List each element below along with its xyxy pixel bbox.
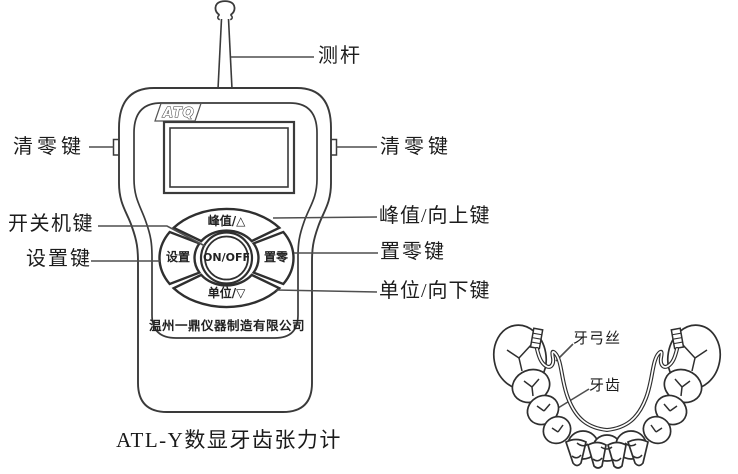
leader-power-key [98,225,206,247]
tooth-crown-2 [586,441,607,469]
tooth-crown-4 [626,438,649,467]
unit-down-button-label: 单位/▽ [207,286,246,300]
zero-button-label: 置零 [263,250,288,264]
archwire-core [536,348,678,431]
measuring-rod [214,0,236,90]
brand-logo-text: ATQ [162,106,195,121]
tooth-grooves [506,344,708,462]
on-off-button-label: ON/OFF [203,251,250,264]
zero-button-shape [251,230,295,286]
tooth-canine-left [542,415,572,445]
tooth-crown-3 [606,441,627,469]
callout-peak-up-key: 峰值/向上键 [379,205,491,227]
device-inner-panel [133,102,318,339]
hook-icon [214,0,236,16]
callout-zero-key: 置零键 [380,241,446,263]
archwire-bracket-left [529,327,544,350]
peak-up-button-label: 峰值/△ [207,214,246,228]
callout-power-key: 开关机键 [8,213,94,235]
set-button-shape [158,230,202,286]
tooth-crown-1 [564,438,587,467]
tooth-canine-right [642,415,672,445]
callout-set-key: 设置键 [26,248,92,270]
unit-down-button-shape [171,273,282,309]
archwire-bracket-right [670,327,685,350]
brand-logo: ATQ [154,102,202,122]
set-button-label: 设置 [165,250,190,264]
keypad [158,207,295,309]
teeth-diagram [492,324,722,469]
callout-unit-down-key: 单位/向下键 [379,280,491,302]
callout-measuring-rod: 测杆 [318,45,362,67]
display-screen-inner [169,127,289,188]
callout-clear-key-left: 清零键 [13,136,85,158]
callout-clear-key-right: 清零键 [380,136,452,158]
leader-peak-up-key [272,216,378,219]
leader-unit-down-key [275,289,378,293]
label-tooth: 牙齿 [589,378,622,394]
peak-up-button-shape [171,207,282,243]
label-archwire: 牙弓丝 [573,331,622,347]
figure-caption: ATL-Y数显牙齿张力计 [116,428,342,452]
on-off-button-ring [204,235,249,281]
company-name: 温州一鼎仪器制造有限公司 [148,319,305,333]
